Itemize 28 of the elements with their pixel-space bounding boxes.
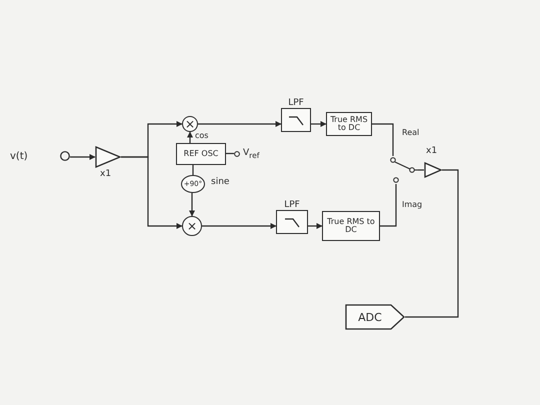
- filter-label: LPF: [284, 200, 300, 210]
- edge-label: cos: [195, 131, 208, 140]
- annotation: x1: [426, 146, 438, 156]
- annotation: sine: [211, 177, 230, 187]
- block-box: True RMS to DC: [326, 112, 372, 136]
- arrow: [70, 154, 96, 160]
- input-label: v(t): [10, 150, 28, 162]
- annotation: x1: [100, 169, 112, 179]
- mixer: ×: [182, 216, 202, 236]
- arrow: [187, 132, 193, 143]
- arrow: [189, 193, 195, 216]
- block-box: REF OSC: [176, 143, 226, 165]
- arrow: [311, 121, 326, 127]
- arrow: [308, 223, 322, 229]
- block-box: True RMS to DC: [322, 211, 380, 241]
- filter-label: LPF: [288, 98, 304, 108]
- arrow: [198, 121, 282, 127]
- edge-label: Real: [402, 128, 420, 137]
- converter-label: ADC: [358, 310, 382, 324]
- wire: [192, 165, 194, 175]
- wire: [372, 123, 394, 156]
- mixer: ×: [182, 116, 198, 132]
- arrow: [202, 223, 276, 229]
- output-label: V$_{ref}$: [243, 148, 260, 160]
- wire: [405, 169, 459, 318]
- arrow: [121, 156, 182, 229]
- edge-label: Imag: [402, 200, 422, 209]
- wire: [380, 184, 397, 227]
